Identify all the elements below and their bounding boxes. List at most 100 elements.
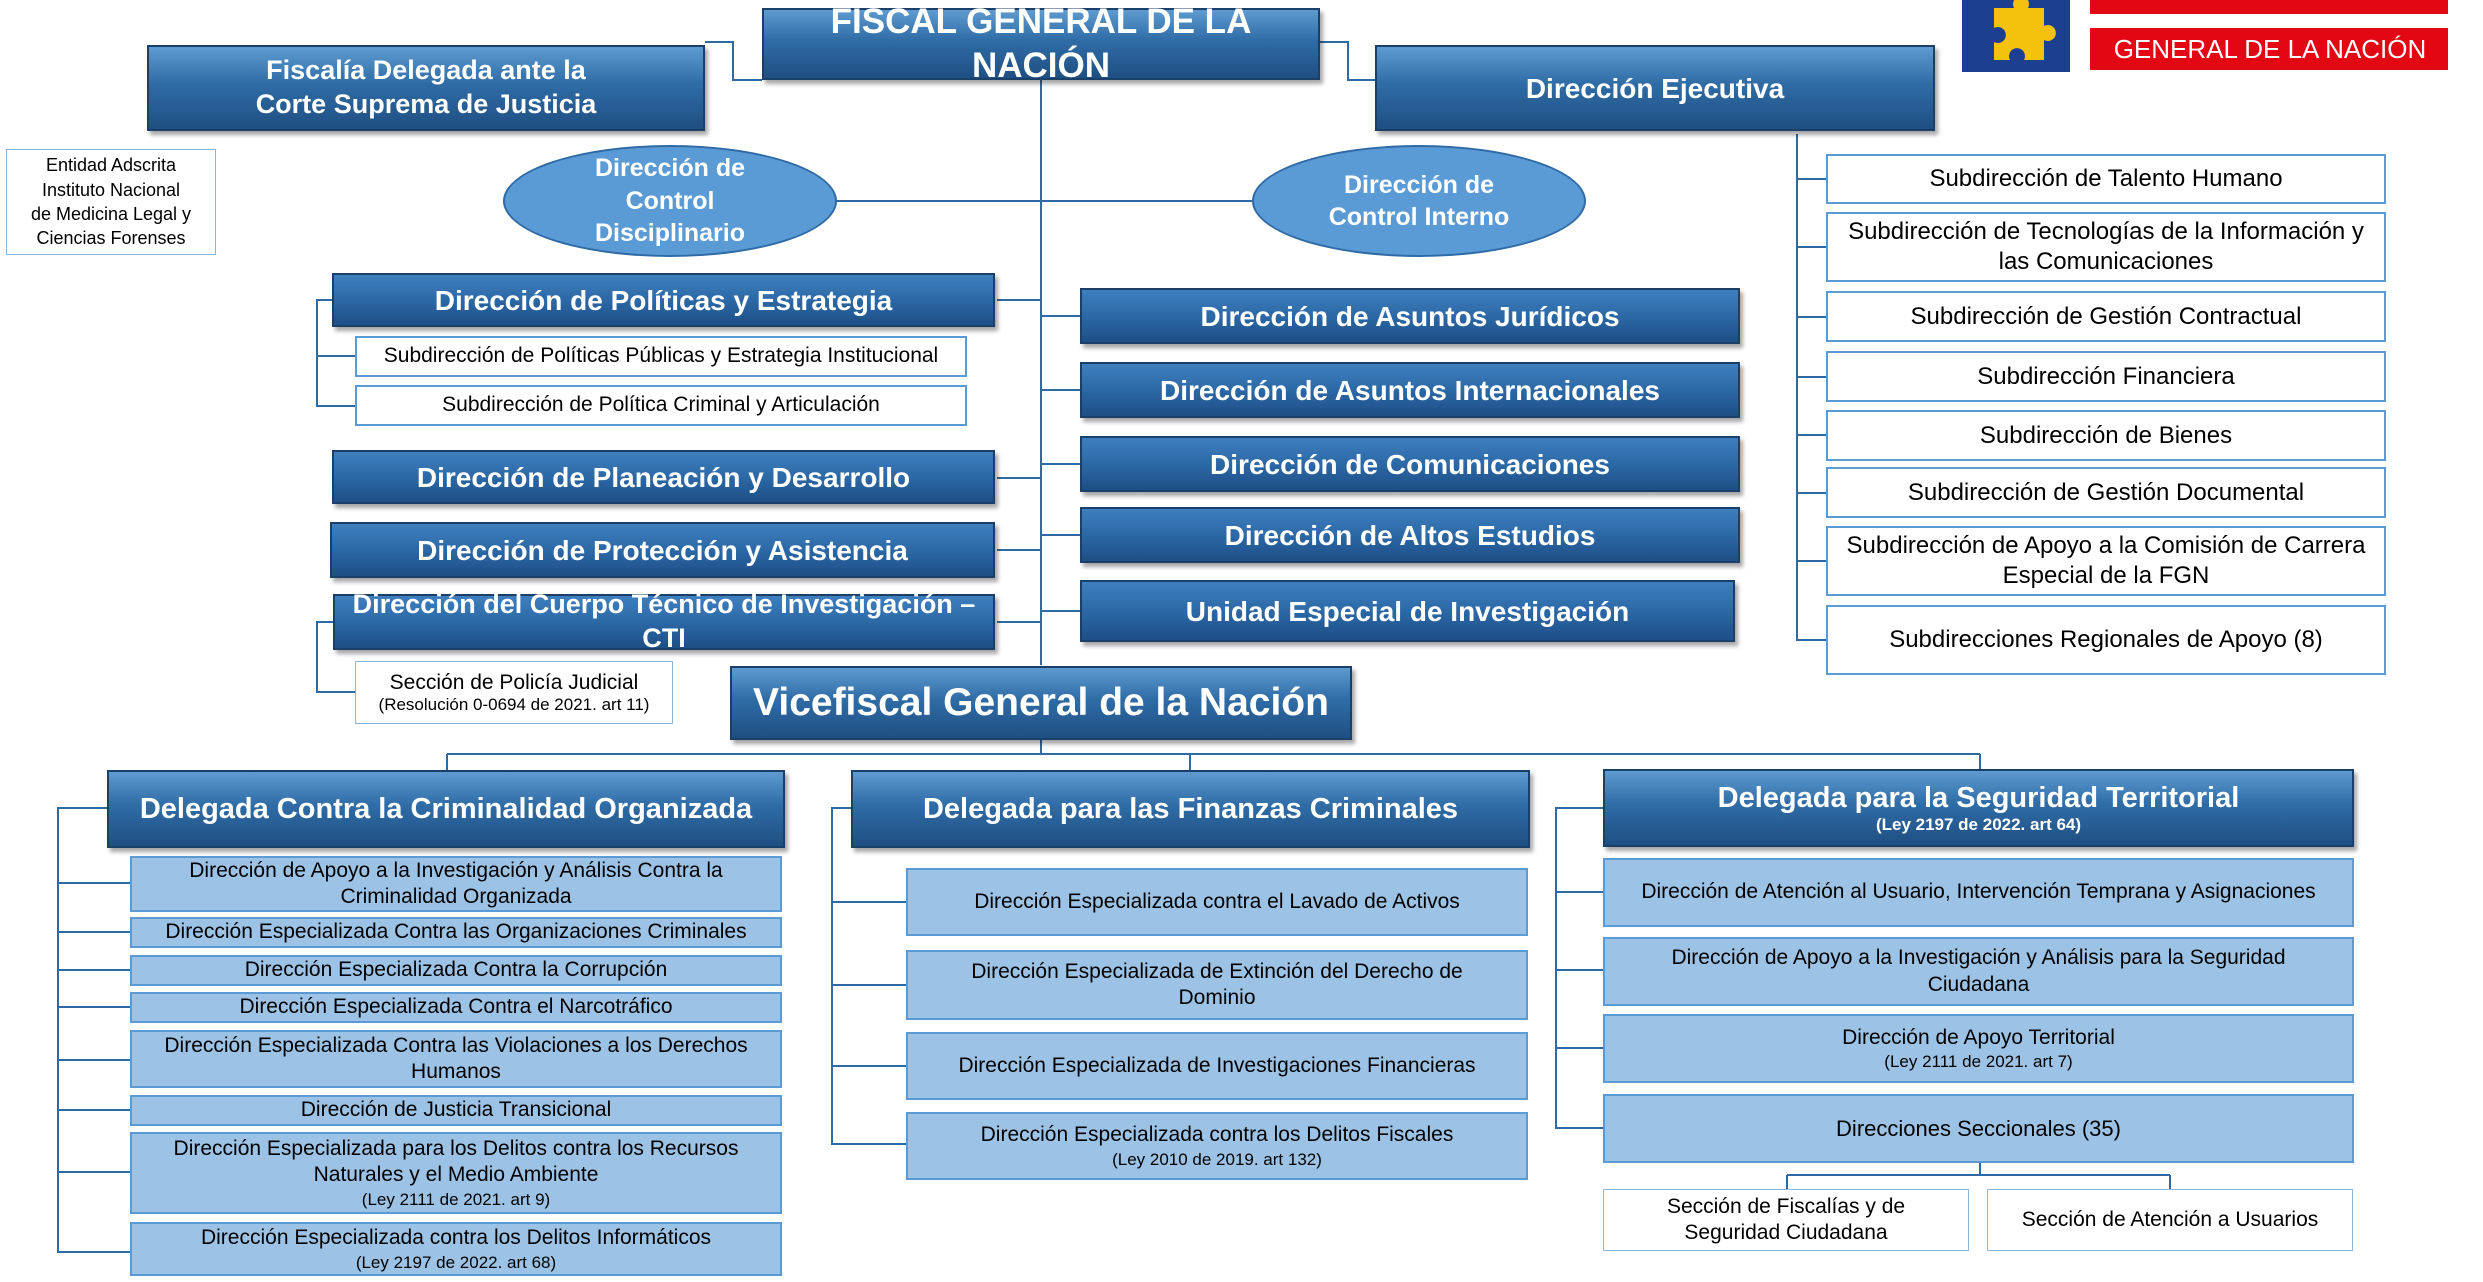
delegada-seguridad-box[interactable]: Delegada para la Seguridad Territorial (… — [1603, 769, 2354, 847]
subdir-comision-carrera-line2: Especial de la FGN — [2002, 562, 2210, 589]
delegada-criminalidad-box[interactable]: Delegada Contra la Criminalidad Organiza… — [107, 770, 785, 848]
seguridad-item-1-line1: Dirección de Atención al Usuario, Interv… — [1641, 880, 2316, 904]
policia-judicial-title: Sección de Policía Judicial — [389, 670, 639, 694]
control-disciplinario-oval[interactable]: Dirección de Control Disciplinario — [503, 145, 837, 257]
comunicaciones-box[interactable]: Dirección de Comunicaciones — [1080, 436, 1740, 492]
criminalidad-item-3-line1: Dirección Especializada Contra la Corrup… — [244, 958, 668, 982]
delegada-seguridad-note: (Ley 2197 de 2022. art 64) — [1875, 814, 2082, 834]
control-interno-oval[interactable]: Dirección de Control Interno — [1252, 145, 1586, 257]
asuntos-internacionales-box[interactable]: Dirección de Asuntos Internacionales — [1080, 362, 1740, 418]
subdir-comision-carrera-line1: Subdirección de Apoyo a la Comisión de C… — [1846, 532, 2366, 559]
interno-line2: Control Interno — [1328, 203, 1510, 231]
unidad-especial-label: Unidad Especial de Investigación — [1185, 595, 1630, 627]
criminalidad-item-4[interactable]: Dirección Especializada Contra el Narcot… — [130, 992, 782, 1023]
interno-line1: Dirección de — [1343, 170, 1495, 199]
finanzas-item-2-line2: Dominio — [1178, 986, 1256, 1009]
seguridad-item-3-note: (Ley 2111 de 2021. art 7) — [1884, 1052, 2073, 1071]
policia-judicial-box[interactable]: Sección de Policía Judicial (Resolución … — [355, 661, 673, 724]
disciplinario-line2: Control — [625, 186, 715, 215]
finanzas-item-1-line1: Dirección Especializada contra el Lavado… — [974, 889, 1460, 913]
puzzle-icon — [1962, 0, 2448, 72]
finanzas-item-3-line1: Dirección Especializada de Investigacion… — [958, 1053, 1476, 1077]
criminalidad-item-2[interactable]: Dirección Especializada Contra las Organ… — [130, 917, 782, 948]
criminalidad-item-6[interactable]: Dirección de Justicia Transicional — [130, 1095, 782, 1126]
fiscalia-delegada-line1: Fiscalía Delegada ante la — [266, 55, 586, 86]
finanzas-item-3[interactable]: Dirección Especializada de Investigacion… — [906, 1032, 1528, 1100]
cti-label: Dirección del Cuerpo Técnico de Investig… — [352, 589, 976, 653]
criminalidad-item-5-line2: Humanos — [411, 1060, 501, 1083]
criminalidad-item-8[interactable]: Dirección Especializada contra los Delit… — [130, 1222, 782, 1276]
subdir-regionales-box[interactable]: Subdirecciones Regionales de Apoyo (8) — [1826, 605, 2386, 675]
unidad-especial-box[interactable]: Unidad Especial de Investigación — [1080, 580, 1735, 642]
subdir-bienes-box[interactable]: Subdirección de Bienes — [1826, 410, 2386, 461]
subdir-regionales-line1: Subdirecciones Regionales de Apoyo (8) — [1889, 626, 2323, 653]
asuntos-juridicos-box[interactable]: Dirección de Asuntos Jurídicos — [1080, 288, 1740, 344]
delegada-finanzas-box[interactable]: Delegada para las Finanzas Criminales — [851, 770, 1530, 848]
seccion-fiscalias-line2: Seguridad Ciudadana — [1684, 1221, 1888, 1244]
criminalidad-item-6-line1: Dirección de Justicia Transicional — [300, 1098, 612, 1122]
subdir-tecnologias-box[interactable]: Subdirección de Tecnologías de la Inform… — [1826, 212, 2386, 282]
planeacion-desarrollo-box[interactable]: Dirección de Planeación y Desarrollo — [332, 450, 995, 504]
subdir-gestion-documental-line1: Subdirección de Gestión Documental — [1907, 478, 2305, 506]
subdir-talento-humano-box[interactable]: Subdirección de Talento Humano — [1826, 154, 2386, 204]
proteccion-asistencia-box[interactable]: Dirección de Protección y Asistencia — [330, 522, 995, 578]
seguridad-item-1[interactable]: Dirección de Atención al Usuario, Interv… — [1603, 858, 2354, 927]
delegada-finanzas-title: Delegada para las Finanzas Criminales — [922, 792, 1459, 825]
fiscal-general-box[interactable]: FISCAL GENERAL DE LA NACIÓN — [762, 2, 1320, 85]
proteccion-asistencia-label: Dirección de Protección y Asistencia — [417, 534, 908, 566]
seccion-atencion-usuarios-box[interactable]: Sección de Atención a Usuarios — [1987, 1189, 2353, 1251]
subdir-financiera-line1: Subdirección Financiera — [1977, 362, 2235, 390]
subdir-politica-criminal-label: Subdirección de Política Criminal y Arti… — [442, 393, 880, 417]
subdir-politicas-publicas-label: Subdirección de Políticas Públicas y Est… — [383, 344, 939, 368]
asuntos-internacionales-label: Dirección de Asuntos Internacionales — [1160, 374, 1660, 406]
subdir-gestion-contractual-box[interactable]: Subdirección de Gestión Contractual — [1826, 291, 2386, 342]
seguridad-item-4[interactable]: Direcciones Seccionales (35) — [1603, 1094, 2354, 1163]
direccion-ejecutiva-box[interactable]: Dirección Ejecutiva — [1375, 45, 1935, 131]
entidad-line3: de Medicina Legal y — [30, 204, 192, 224]
cti-box[interactable]: Dirección del Cuerpo Técnico de Investig… — [333, 589, 995, 653]
asuntos-juridicos-label: Dirección de Asuntos Jurídicos — [1200, 300, 1620, 332]
delegada-seguridad-title: Delegada para la Seguridad Territorial — [1717, 781, 2240, 814]
policia-judicial-note: (Resolución 0-0694 de 2021. art 11) — [378, 694, 650, 714]
subdir-politicas-publicas-box[interactable]: Subdirección de Políticas Públicas y Est… — [355, 336, 967, 377]
criminalidad-item-1[interactable]: Dirección de Apoyo a la Investigación y … — [130, 856, 782, 912]
finanzas-item-2[interactable]: Dirección Especializada de Extinción del… — [906, 950, 1528, 1020]
subdir-gestion-documental-box[interactable]: Subdirección de Gestión Documental — [1826, 467, 2386, 518]
disciplinario-line3: Disciplinario — [594, 219, 746, 248]
criminalidad-item-5[interactable]: Dirección Especializada Contra las Viola… — [130, 1030, 782, 1088]
criminalidad-item-2-line1: Dirección Especializada Contra las Organ… — [165, 920, 747, 944]
criminalidad-item-7-line2: Naturales y el Medio Ambiente — [313, 1163, 599, 1187]
criminalidad-item-8-line1: Dirección Especializada contra los Delit… — [200, 1226, 712, 1250]
seguridad-item-3[interactable]: Dirección de Apoyo Territorial (Ley 2111… — [1603, 1014, 2354, 1083]
entidad-line2: Instituto Nacional — [41, 179, 181, 200]
seguridad-item-2-line1: Dirección de Apoyo a la Investigación y … — [1671, 946, 2286, 970]
entidad-adscrita-box[interactable]: Entidad Adscrita Instituto Nacional de M… — [6, 149, 216, 255]
seguridad-item-4-line1: Direcciones Seccionales (35) — [1836, 1115, 2121, 1141]
direccion-ejecutiva-label: Dirección Ejecutiva — [1525, 72, 1785, 104]
criminalidad-item-5-line1: Dirección Especializada Contra las Viola… — [164, 1033, 748, 1057]
vicefiscal-box[interactable]: Vicefiscal General de la Nación — [730, 666, 1352, 740]
subdir-financiera-box[interactable]: Subdirección Financiera — [1826, 351, 2386, 402]
seguridad-item-2[interactable]: Dirección de Apoyo a la Investigación y … — [1603, 937, 2354, 1006]
disciplinario-line1: Dirección de — [594, 154, 746, 183]
fiscalia-delegada-box[interactable]: Fiscalía Delegada ante la Corte Suprema … — [147, 45, 705, 131]
subdir-politica-criminal-box[interactable]: Subdirección de Política Criminal y Arti… — [355, 385, 967, 426]
subdir-tecnologias-line2: las Comunicaciones — [1998, 248, 2214, 275]
finanzas-item-4-note: (Ley 2010 de 2019. art 132) — [1112, 1149, 1322, 1169]
criminalidad-item-4-line1: Dirección Especializada Contra el Narcot… — [239, 995, 673, 1019]
seguridad-item-2-line2: Ciudadana — [1927, 972, 2030, 996]
criminalidad-item-3[interactable]: Dirección Especializada Contra la Corrup… — [130, 955, 782, 986]
planeacion-desarrollo-label: Dirección de Planeación y Desarrollo — [416, 461, 911, 493]
seccion-fiscalias-box[interactable]: Sección de Fiscalías y de Seguridad Ciud… — [1603, 1189, 1969, 1251]
criminalidad-item-7[interactable]: Dirección Especializada para los Delitos… — [130, 1132, 782, 1214]
finanzas-item-4[interactable]: Dirección Especializada contra los Delit… — [906, 1112, 1528, 1180]
subdir-comision-carrera-box[interactable]: Subdirección de Apoyo a la Comisión de C… — [1826, 526, 2386, 596]
altos-estudios-box[interactable]: Dirección de Altos Estudios — [1080, 507, 1740, 563]
finanzas-item-1[interactable]: Dirección Especializada contra el Lavado… — [906, 868, 1528, 936]
logo-subtext: GENERAL DE LA NACIÓN — [2113, 34, 2427, 64]
entidad-line1: Entidad Adscrita — [45, 155, 177, 176]
subdir-gestion-contractual-line1: Subdirección de Gestión Contractual — [1910, 302, 2302, 330]
politicas-estrategia-box[interactable]: Dirección de Políticas y Estrategia — [332, 273, 995, 327]
delegada-criminalidad-title: Delegada Contra la Criminalidad Organiza… — [139, 792, 753, 825]
